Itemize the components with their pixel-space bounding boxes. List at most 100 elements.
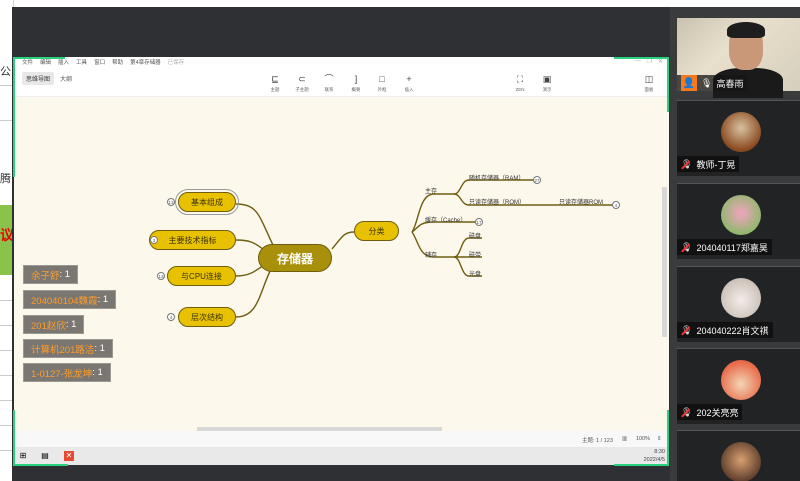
vertical-scrollbar[interactable] <box>662 187 667 337</box>
xmind-app-icon[interactable]: ✕ <box>64 451 74 461</box>
minimize-button[interactable]: — <box>635 58 641 64</box>
tab-mindmap[interactable]: 思维导图 <box>22 72 55 85</box>
participant-tile-host[interactable]: 👤 🎙 高春雨 <box>677 18 800 98</box>
topic-hierarchy[interactable]: 层次结构 <box>178 307 236 327</box>
horizontal-scrollbar[interactable] <box>197 427 442 431</box>
leaf-optical[interactable]: 光盘 <box>469 272 482 278</box>
leaf-tape[interactable]: 磁带 <box>469 253 482 259</box>
menu-tools[interactable]: 工具 <box>76 60 88 66</box>
map-icon[interactable]: ▥ <box>622 436 628 442</box>
bg-gridline <box>0 300 14 301</box>
shared-mindmap-window[interactable]: 文件 编辑 插入 工具 窗口 帮助 第4章存储器 已保存 — ❐ ✕ 思维导图 … <box>14 57 669 465</box>
leaf-cache[interactable]: 缓存（Cache） <box>425 218 467 224</box>
connector-tech <box>235 239 265 251</box>
boundary-icon: □ <box>379 74 385 84</box>
menu-help[interactable]: 帮助 <box>112 60 124 66</box>
save-status: 已保存 <box>167 60 185 66</box>
bg-text-fragment: 公 <box>0 66 11 78</box>
leaf-main-memory[interactable]: 主存 <box>425 189 438 195</box>
zen-icon: ⛶ <box>516 74 524 84</box>
zoom-level[interactable]: 100% <box>636 436 651 442</box>
collapse-badge[interactable]: 27 <box>533 176 541 184</box>
zoom-stepper-icon[interactable]: ⇕ <box>657 436 662 442</box>
leaf-aux-memory[interactable]: 辅存 <box>425 253 438 259</box>
collapse-badge[interactable]: 4 <box>167 313 175 321</box>
collapse-badge[interactable]: 17 <box>475 218 483 226</box>
toolbar: 思维导图 大纲 ⊑主题 ⊂子主题 ⌒联系 ]概要 □外框 +插入 ⛶ZEN ▣演… <box>14 67 669 97</box>
windows-taskbar: ⊞ ▤ ✕ 8:30 2022/4/5 <box>14 447 669 465</box>
bg-text-fragment: 议 <box>0 227 14 243</box>
menu-bar: 文件 编辑 插入 工具 窗口 帮助 第4章存储器 已保存 <box>14 57 669 67</box>
panel-icon: ◫ <box>644 74 654 84</box>
leaf-disk[interactable]: 磁盘 <box>469 234 482 240</box>
connector-aux <box>411 231 454 258</box>
central-topic[interactable]: 存储器 <box>258 244 332 272</box>
mindmap-canvas[interactable]: 存储器 基本组成 13 主要技术指标 3 与CPU连接 13 层次结构 4 分类… <box>14 97 658 427</box>
participant-tile[interactable]: 🎙 204040222肖文祺 <box>677 266 800 342</box>
connector-cpu <box>235 264 265 277</box>
topic-cpu-connection[interactable]: 与CPU连接 <box>167 266 236 286</box>
leaf-ram[interactable]: 随机存储器（RAM） <box>469 176 525 182</box>
task-view-icon[interactable]: ▤ <box>41 451 49 460</box>
close-window-button[interactable]: ✕ <box>657 59 663 65</box>
bg-gridline <box>0 120 14 121</box>
collapse-badge[interactable]: 4 <box>612 201 620 209</box>
present-button[interactable]: ▣演示 <box>542 74 552 92</box>
bg-gridline <box>0 450 14 451</box>
collapse-badge[interactable]: 13 <box>157 272 165 280</box>
avatar <box>721 278 761 318</box>
mic-off-icon: 🎙 <box>681 406 693 417</box>
connector-cache <box>411 221 476 233</box>
share-border <box>13 410 15 466</box>
rank-item: 余子舒: 1 <box>23 265 79 284</box>
participant-name: 高春雨 <box>716 78 744 89</box>
leaf-rom[interactable]: 只读存储器（ROM） <box>469 200 525 206</box>
avatar <box>721 112 761 152</box>
participant-name: 202关亮亮 <box>696 407 739 418</box>
topic-main-tech-indicators[interactable]: 主要技术指标 <box>149 230 236 250</box>
participant-tile[interactable]: 🎙 202关亮亮 <box>677 348 800 424</box>
participant-tile[interactable] <box>677 430 800 481</box>
connector-rom <box>453 193 614 206</box>
collapse-badge[interactable]: 13 <box>167 198 175 206</box>
subtopic-button[interactable]: ⊂子主题 <box>295 74 309 92</box>
participant-tile[interactable]: 🎙 204040117郑嘉昊 <box>677 183 800 259</box>
host-person-icon: 👤 <box>681 75 697 91</box>
subtopic-icon: ⊂ <box>298 74 306 84</box>
menu-insert[interactable]: 插入 <box>58 60 70 66</box>
menu-window[interactable]: 窗口 <box>94 60 106 66</box>
mic-on-icon: 🎙 <box>701 77 713 88</box>
tab-outline[interactable]: 大纲 <box>60 77 73 83</box>
topic-classification[interactable]: 分类 <box>354 221 399 241</box>
maximize-button[interactable]: ❐ <box>646 59 652 65</box>
menu-edit[interactable]: 编辑 <box>40 60 52 66</box>
avatar <box>721 442 761 481</box>
boundary-button[interactable]: □外框 <box>377 74 387 92</box>
share-border <box>667 57 669 112</box>
topic-basic-composition[interactable]: 基本组成 <box>175 189 239 215</box>
leaf-rom-child[interactable]: 只读存储器ROM <box>559 200 603 206</box>
bg-gridline <box>0 350 14 351</box>
windows-start-icon[interactable]: ⊞ <box>19 451 27 460</box>
share-border <box>13 464 68 466</box>
bg-gridline <box>0 400 14 401</box>
participant-tile[interactable]: 🎙 教师-丁晃 <box>677 100 800 176</box>
avatar <box>721 360 761 400</box>
share-border <box>13 57 65 59</box>
topic-button[interactable]: ⊑主题 <box>270 74 280 92</box>
relationship-button[interactable]: ⌒联系 <box>324 74 334 92</box>
bg-gridline <box>0 425 14 426</box>
participants-panel: 👤 🎙 高春雨 🎙 教师-丁晃 🎙 204040117郑嘉昊 🎙 20 <box>670 0 800 481</box>
rank-item: 204040104魏霞: 1 <box>23 290 117 309</box>
zen-button[interactable]: ⛶ZEN <box>515 74 525 92</box>
insert-button[interactable]: +插入 <box>404 74 414 92</box>
collapse-badge[interactable]: 3 <box>150 236 158 244</box>
connector-classify <box>331 231 355 250</box>
connector-main <box>411 193 454 233</box>
share-border <box>614 464 669 466</box>
summary-button[interactable]: ]概要 <box>351 74 361 92</box>
present-icon: ▣ <box>542 74 552 84</box>
menu-file[interactable]: 文件 <box>22 60 34 66</box>
panel-button[interactable]: ◫面板 <box>644 74 654 92</box>
rank-item: 计算机201路洁: 1 <box>23 339 113 358</box>
